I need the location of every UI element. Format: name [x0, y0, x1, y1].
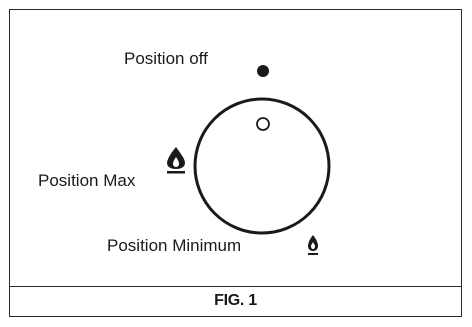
small-flame-icon [308, 235, 318, 255]
label-position-off: Position off [124, 49, 208, 68]
label-position-max: Position Max [38, 171, 136, 190]
hollow-dot-icon [256, 117, 270, 131]
caption-divider [10, 286, 461, 287]
label-position-minimum: Position Minimum [107, 236, 242, 255]
figure-caption: FIG. 1 [214, 292, 257, 309]
filled-dot-icon [257, 65, 269, 77]
control-knob [193, 97, 331, 235]
figure-frame: FIG. 1 [9, 9, 462, 317]
large-flame-icon [167, 147, 185, 174]
